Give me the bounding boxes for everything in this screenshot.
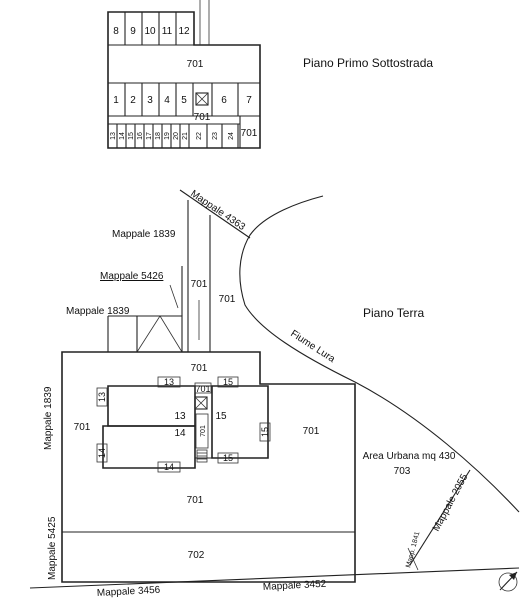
- box-label: 3: [147, 95, 153, 106]
- corridor-label: 701: [187, 59, 204, 70]
- unit-label: 15: [215, 411, 227, 422]
- area-label: 701: [200, 425, 207, 437]
- area-label: 701: [195, 384, 210, 394]
- box-label: 15: [128, 132, 135, 140]
- unit-label: 15: [223, 377, 233, 387]
- box-label: 9: [130, 26, 136, 37]
- parcel-label: Mappale 1839: [43, 386, 54, 450]
- unit-label: 14: [97, 448, 107, 458]
- parcel-label: Mappale 3456: [97, 585, 161, 599]
- unit-label: 13: [174, 411, 186, 422]
- box-label: 13: [110, 132, 117, 140]
- area-label: 702: [188, 550, 205, 561]
- unit-label: 13: [97, 392, 107, 402]
- box-label: 22: [196, 132, 203, 140]
- parcel-label: Mappale 1839: [112, 229, 176, 240]
- north-arrow-icon: [498, 571, 518, 592]
- box-label: 19: [164, 132, 171, 140]
- area-label: 701: [191, 363, 208, 374]
- parcel-label: Mappale 5426: [100, 271, 164, 282]
- area-label: 701: [219, 294, 236, 305]
- urban-area-label: Area Urbana mq 430: [363, 451, 456, 462]
- box-label: 12: [178, 26, 190, 37]
- box-label: 16: [137, 132, 144, 140]
- basement-title: Piano Primo Sottostrada: [303, 56, 433, 70]
- unit-label: 15: [260, 427, 270, 437]
- parcel-label: Mappale 3452: [263, 579, 327, 593]
- urban-area-code: 703: [394, 466, 411, 477]
- unit-label: 14: [164, 462, 174, 472]
- box-label: 1: [113, 95, 119, 106]
- box-label: 24: [228, 132, 235, 140]
- unit-label: 13: [164, 377, 174, 387]
- unit-label: 15: [223, 453, 233, 463]
- parcel-label: Mappale 1839: [66, 306, 130, 317]
- area-label: 701: [303, 426, 320, 437]
- parcel-label: Mappale 2055: [431, 472, 471, 534]
- box-label: 21: [182, 132, 189, 140]
- area-label: 701: [187, 495, 204, 506]
- box-label: 2: [130, 95, 136, 106]
- box-label: 7: [246, 95, 252, 106]
- box-label: 4: [164, 95, 170, 106]
- box-label: 11: [162, 26, 173, 37]
- area-label: 701: [191, 279, 208, 290]
- unit-label: 14: [174, 428, 186, 439]
- ground-plan: [29, 189, 520, 589]
- parcel-label: Mappale 4363: [188, 188, 247, 233]
- box-label: 17: [146, 132, 153, 140]
- box-label: 20: [173, 132, 180, 140]
- box-label: 14: [119, 132, 126, 140]
- basement-plan: 8 9 10 11 12 701 1 2 3 4 5 6 7 701 701 1…: [107, 0, 261, 149]
- ground-title: Piano Terra: [363, 306, 424, 320]
- box-label: 5: [181, 95, 187, 106]
- area-label: 701: [74, 422, 91, 433]
- parcel-label: Mappale 5425: [47, 516, 58, 580]
- box-label: 6: [221, 95, 227, 106]
- stair-area-label: 701: [194, 112, 211, 123]
- box-label: 23: [212, 132, 219, 140]
- box-label: 18: [155, 132, 162, 140]
- box-label: 8: [113, 26, 119, 37]
- box-label: 10: [144, 26, 156, 37]
- right-area-label: 701: [241, 128, 258, 139]
